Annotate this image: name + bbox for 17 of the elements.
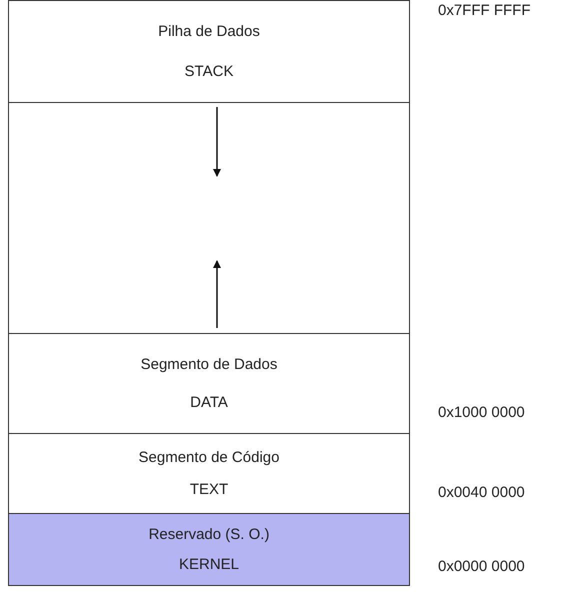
segment-title: Segmento de Dados xyxy=(140,356,278,373)
address-label: 0x7FFF FFFF xyxy=(438,2,530,19)
data-segment-box xyxy=(8,333,410,434)
segment-name: DATA xyxy=(190,394,228,412)
address-label: 0x1000 0000 xyxy=(438,404,525,421)
segment-title: Reservado (S. O.) xyxy=(148,526,270,544)
stack-segment-box xyxy=(8,0,410,103)
segment-name: KERNEL xyxy=(178,556,240,573)
segment-title: Segmento de Código xyxy=(138,449,280,466)
address-label: 0x0040 0000 xyxy=(438,484,525,501)
address-label: 0x0000 0000 xyxy=(438,558,525,575)
segment-name: STACK xyxy=(184,62,234,80)
kernel-segment-box xyxy=(8,513,410,586)
free-memory-box xyxy=(8,102,410,334)
segment-title: Pilha de Dados xyxy=(158,23,260,40)
segment-name: TEXT xyxy=(190,481,228,498)
text-segment-box xyxy=(8,433,410,514)
